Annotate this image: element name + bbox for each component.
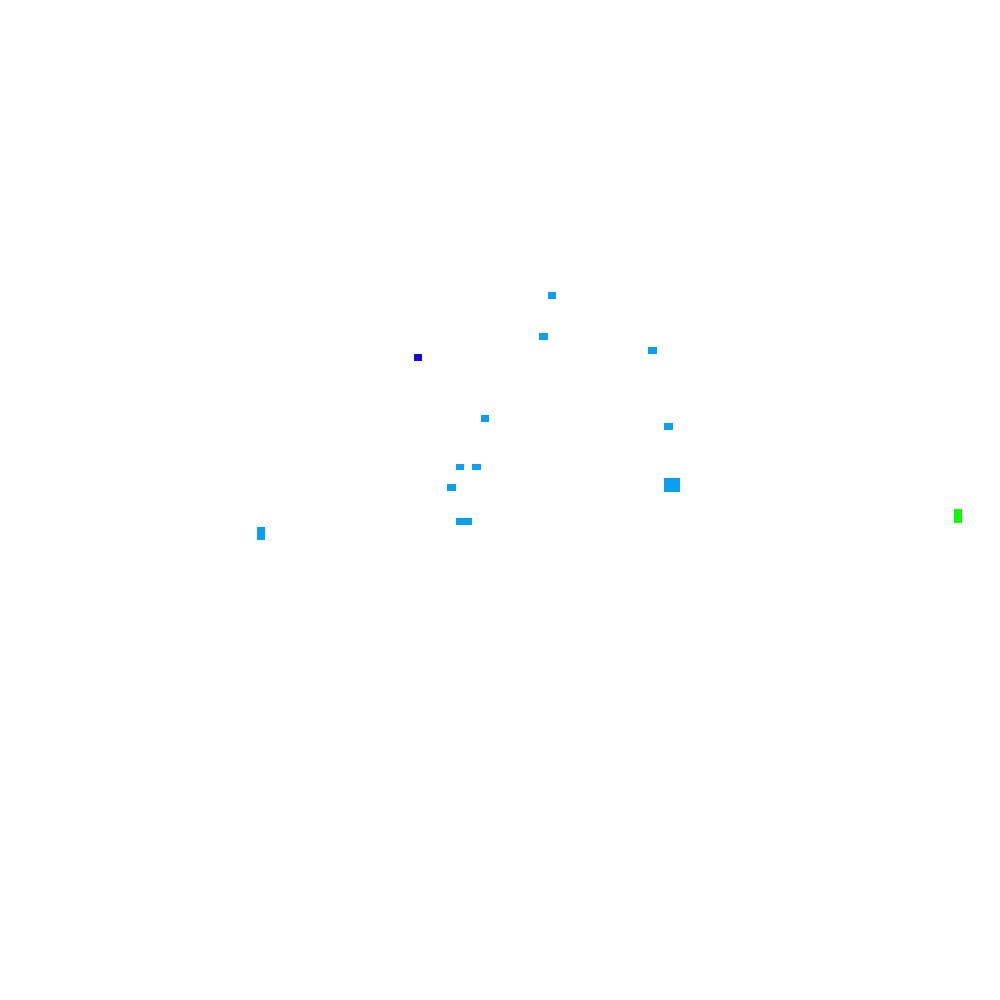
pixel-marker xyxy=(257,527,265,540)
pixel-marker xyxy=(664,423,673,430)
pixel-marker xyxy=(472,464,481,470)
pixel-marker xyxy=(456,464,464,470)
pixel-marker xyxy=(456,518,472,525)
pixel-marker xyxy=(414,354,422,361)
pixel-marker xyxy=(548,292,556,299)
pixel-marker xyxy=(447,484,456,491)
pixel-marker xyxy=(954,509,962,523)
pixel-marker xyxy=(648,347,657,354)
pixel-marker xyxy=(481,415,489,422)
pixel-marker xyxy=(539,333,548,340)
pixel-marker xyxy=(664,478,680,492)
